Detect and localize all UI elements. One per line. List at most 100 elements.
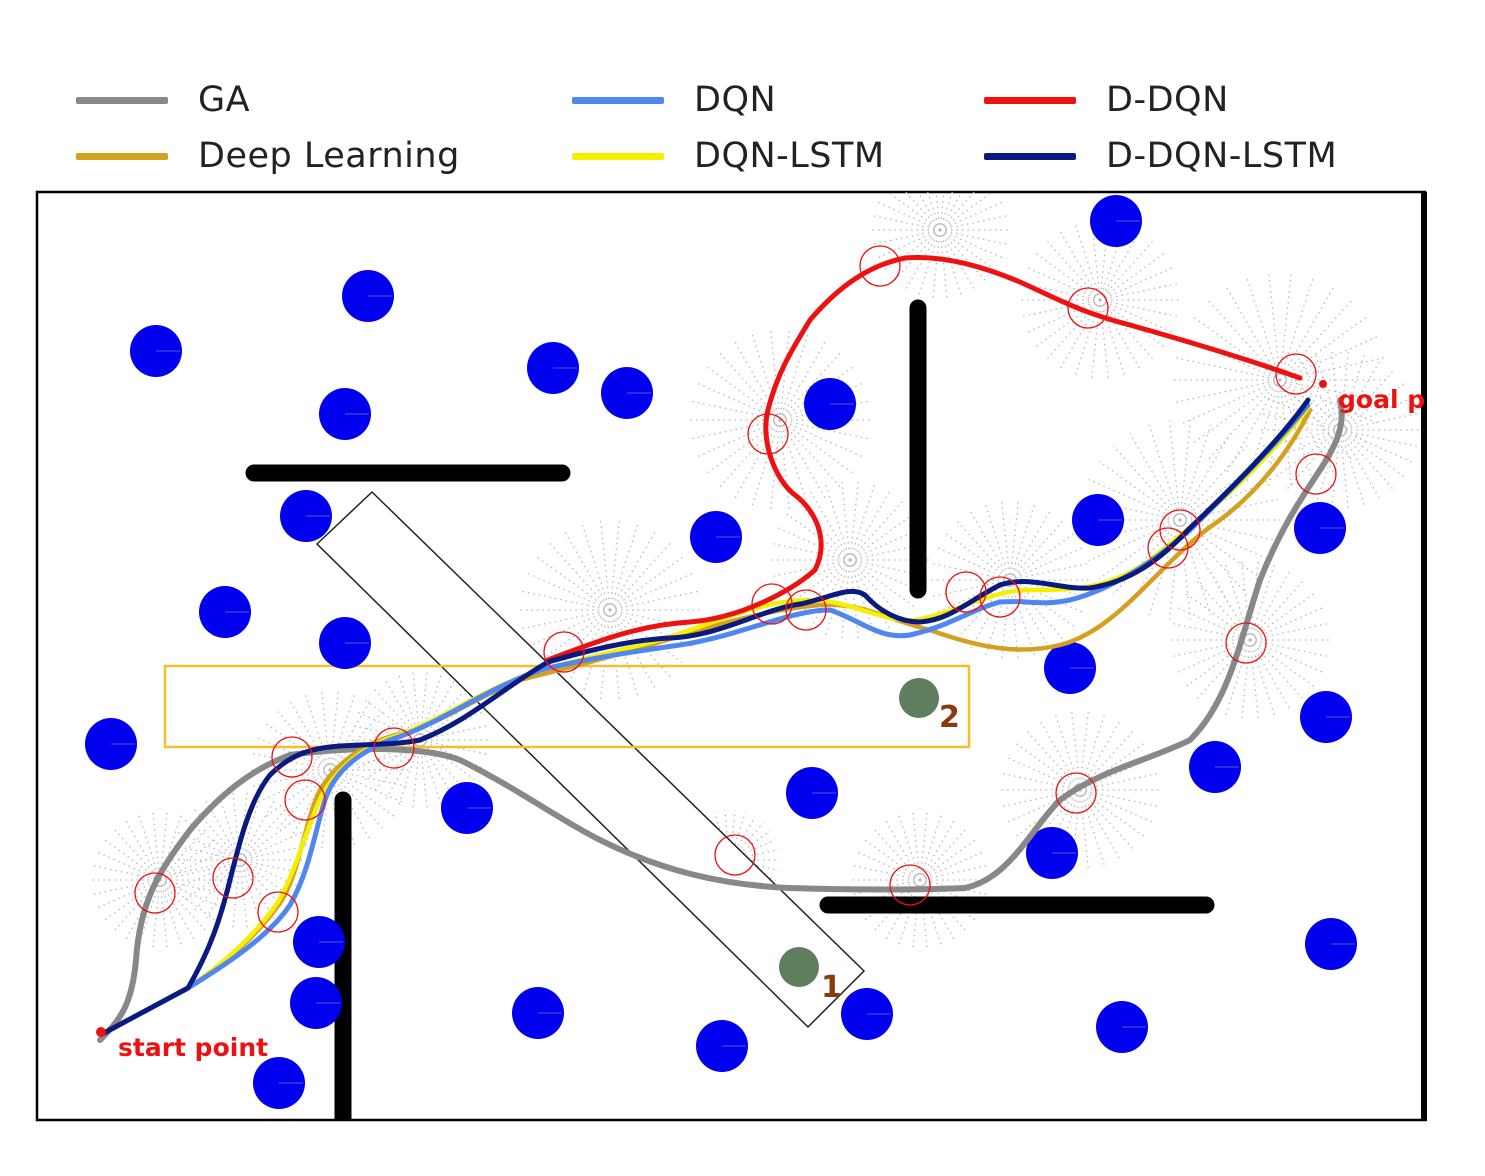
path-ga: [97, 397, 1345, 1043]
lidar-ray: [1267, 379, 1281, 490]
lidar-ray: [939, 192, 945, 231]
lidar-ray: [1249, 580, 1304, 641]
goal-marker: [1319, 380, 1327, 388]
lidar-ray: [1339, 396, 1414, 431]
lidar-ray: [1171, 622, 1251, 641]
lidar-ray: [1339, 429, 1350, 510]
lidar-ray: [549, 609, 611, 678]
lidar-ray: [1249, 639, 1324, 674]
lidar-ray: [1261, 412, 1341, 431]
lidar-ray: [1179, 445, 1248, 521]
sensing-circle-17: [134, 872, 176, 914]
lidar-ray: [239, 859, 248, 930]
lidar-ray: [779, 419, 841, 488]
lidar-ray: [849, 483, 876, 561]
lidar-ray: [1249, 560, 1260, 641]
lidar-ray: [984, 503, 1011, 581]
legend-swatch-deep-learning: [76, 152, 168, 160]
lidar-ray: [883, 229, 941, 272]
sensing-circle-16: [714, 834, 756, 876]
lidar-ray: [1079, 789, 1159, 808]
lidar-ray: [931, 579, 1011, 598]
lidar-ray: [919, 838, 977, 881]
lidar-ray: [1009, 520, 1064, 581]
lidar-ray: [1099, 252, 1166, 301]
lidar-ray: [1098, 460, 1181, 521]
lidar-ray: [1099, 230, 1141, 301]
lidar-ray: [1006, 756, 1081, 791]
lidar-ray: [159, 879, 225, 910]
lidar-ray: [1009, 500, 1020, 581]
lidar-ray: [329, 700, 371, 771]
legend-label-d-dqn-lstm: D-DQN-LSTM: [1106, 136, 1338, 176]
path-d-dqn-lstm: [101, 397, 1311, 1036]
lidar-ray: [1224, 284, 1281, 381]
lidar-ray: [784, 512, 851, 561]
lidar-ray: [1099, 299, 1179, 318]
lidar-ray: [1330, 429, 1341, 510]
lidar-ray: [1171, 639, 1251, 658]
lidar-ray: [1026, 299, 1101, 334]
lidar-ray: [329, 769, 371, 840]
lidar-ray: [159, 838, 217, 881]
lidar-ray: [1240, 639, 1251, 720]
lidar-ray: [419, 679, 456, 741]
lidar-ray: [175, 859, 241, 890]
lidar-ray: [1098, 519, 1181, 580]
lidar-ray: [944, 532, 1011, 581]
lidar-ray: [1009, 503, 1036, 581]
legend-item-d-dqn-lstm: D-DQN-LSTM: [984, 136, 1337, 176]
sensing-circle-21: [271, 736, 313, 778]
lidar-ray: [1099, 240, 1154, 301]
lidar-ray: [549, 542, 611, 611]
lidar-ray: [1279, 379, 1336, 476]
lidar-ray: [564, 531, 611, 611]
lidar-ray: [1079, 789, 1154, 824]
lidar-ray: [1079, 713, 1106, 791]
lidar-ray: [1299, 360, 1341, 431]
lidar-ray: [1039, 720, 1081, 791]
lidar-ray: [1249, 606, 1324, 641]
lidar-ray: [751, 419, 781, 506]
legend-label-dqn-lstm: DQN-LSTM: [694, 136, 885, 176]
lidar-ray: [855, 879, 921, 910]
lidar-ray: [779, 334, 809, 421]
lidar-ray: [239, 859, 305, 890]
lidar-ray: [239, 790, 248, 861]
lidar-ray: [1196, 639, 1251, 700]
lidar-ray: [875, 229, 941, 260]
lidar-ray: [871, 229, 941, 246]
walls: [245, 299, 1215, 1120]
lidar-ray: [849, 512, 916, 561]
lidar-ray: [1249, 639, 1260, 720]
lidar-ray: [1224, 563, 1251, 641]
lidar-ray: [984, 579, 1011, 657]
sensing-circle-8: [945, 571, 987, 613]
lidar-ray: [919, 827, 968, 881]
legend-item-dqn-lstm: DQN-LSTM: [572, 136, 885, 176]
lidar-ray: [1079, 772, 1159, 791]
lidar-ray: [926, 192, 941, 231]
lidar-ray: [1249, 570, 1291, 641]
lidar-ray: [137, 813, 161, 881]
lidar-ray: [159, 850, 225, 881]
lidar-ray: [159, 879, 183, 947]
lidar-ray: [1190, 379, 1281, 446]
lidar-ray: [1190, 314, 1281, 381]
lidar-ray: [1079, 789, 1146, 838]
legend: GA DQN D-DQN Deep Learning DQN-LSTM D-DQ…: [0, 0, 1485, 190]
lidar-ray: [1168, 420, 1181, 521]
sensing-circle-19: [257, 891, 299, 933]
lidar-ray: [1339, 429, 1419, 448]
lidar-ray: [1339, 429, 1414, 464]
start-label: start point: [118, 1033, 268, 1062]
lidar-ray: [824, 483, 851, 561]
lidar-ray: [1079, 730, 1134, 791]
lidar-ray: [1279, 270, 1293, 381]
lidar-ray: [919, 879, 985, 910]
sensing-circle-18: [212, 857, 254, 899]
lidar-ray: [1176, 639, 1251, 674]
lidar-ray: [1179, 424, 1212, 521]
lidar-ray: [329, 752, 409, 771]
lidar-ray: [849, 490, 891, 561]
